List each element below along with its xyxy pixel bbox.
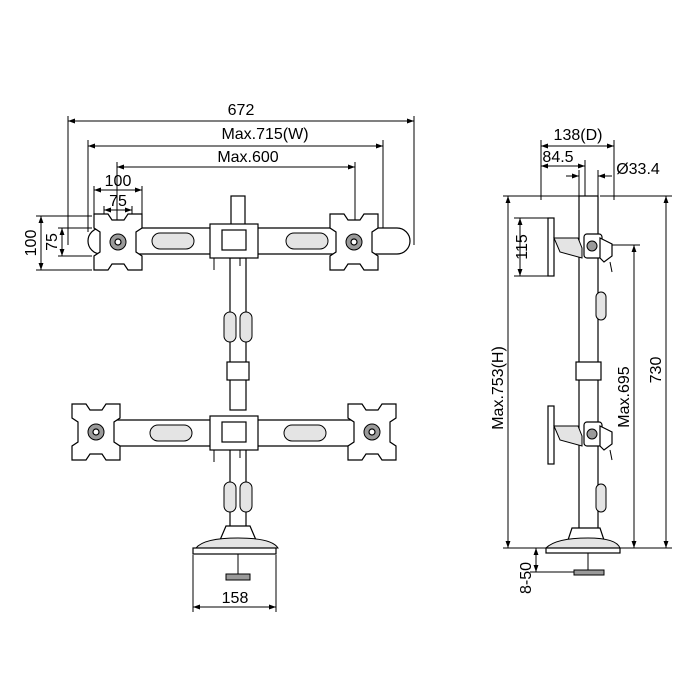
label-max-753h: Max.753(H) xyxy=(490,346,507,430)
upper-arm-front xyxy=(87,223,411,270)
side-view: 138(D) 84.5 Ø33.4 115 Max.753(H) Max.695… xyxy=(490,127,672,594)
label-138d: 138(D) xyxy=(554,127,603,144)
front-view: 672 Max.715(W) Max.600 100 75 100 75 158 xyxy=(23,102,415,612)
vesa-plate-upper-left xyxy=(93,213,143,271)
label-max-600: Max.600 xyxy=(217,149,278,166)
label-vesa-100-v: 100 xyxy=(23,230,40,257)
label-8-50: 8-50 xyxy=(518,562,535,594)
label-84-5: 84.5 xyxy=(542,149,573,166)
label-max-695: Max.695 xyxy=(616,366,633,427)
label-730: 730 xyxy=(648,357,665,384)
vesa-plate-upper-right xyxy=(329,213,379,271)
side-extension-lines xyxy=(503,140,672,573)
label-vesa-100-h: 100 xyxy=(105,173,132,190)
front-base-clamp xyxy=(192,525,279,581)
front-extension-lines xyxy=(36,116,415,612)
label-115: 115 xyxy=(514,234,531,260)
vesa-plate-lower-left xyxy=(71,403,121,461)
front-dimension-lines xyxy=(38,118,414,610)
label-max-715w: Max.715(W) xyxy=(221,126,308,143)
side-upper-bracket xyxy=(547,217,613,277)
side-dimension-lines xyxy=(505,143,669,572)
side-lower-bracket xyxy=(547,405,613,465)
label-vesa-75-v: 75 xyxy=(44,233,61,251)
label-158: 158 xyxy=(222,590,249,607)
label-vesa-75-h: 75 xyxy=(109,193,127,210)
side-base-clamp xyxy=(544,537,621,576)
vesa-plate-lower-right xyxy=(347,403,397,461)
label-diameter: Ø33.4 xyxy=(616,161,660,178)
label-672: 672 xyxy=(228,102,255,119)
front-pole xyxy=(223,195,253,551)
